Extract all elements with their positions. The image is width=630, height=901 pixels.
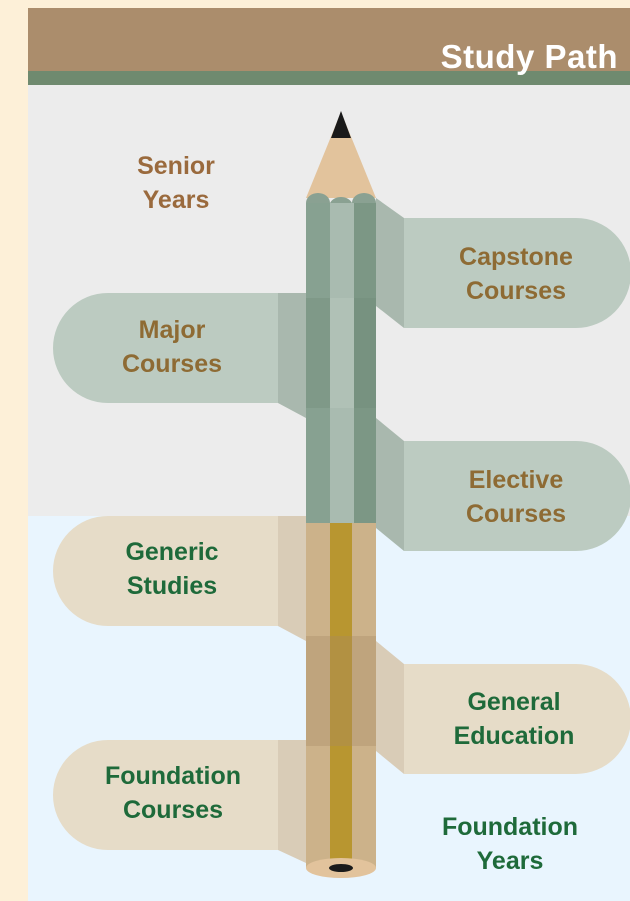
step-card-elective-courses	[376, 418, 630, 551]
senior-years-label: Senior Years	[137, 152, 215, 214]
step-card-foundation-courses	[53, 740, 306, 863]
step-card-major-courses	[53, 293, 306, 418]
step-label-elective-courses: Elective Courses	[465, 466, 567, 528]
header-stripe	[28, 71, 630, 85]
step-card-general-education	[376, 641, 630, 774]
study-path-panel: Study Path	[28, 8, 630, 901]
step-label-generic-studies: Generic Studies	[125, 538, 219, 600]
step-label-capstone-courses: Capstone Courses	[459, 243, 573, 305]
foundation-years-label: Foundation Years	[441, 813, 579, 875]
pencil-icon	[306, 111, 376, 878]
step-label-general-education: General Education	[453, 688, 575, 750]
page-title: Study Path	[440, 38, 618, 75]
study-path-diagram	[53, 111, 630, 878]
header-banner	[28, 8, 630, 71]
step-card-generic-studies	[53, 516, 306, 641]
step-label-foundation-courses: Foundation Courses	[104, 762, 242, 824]
step-label-major-courses: Major Courses	[121, 316, 223, 378]
step-card-capstone-courses	[376, 198, 630, 328]
